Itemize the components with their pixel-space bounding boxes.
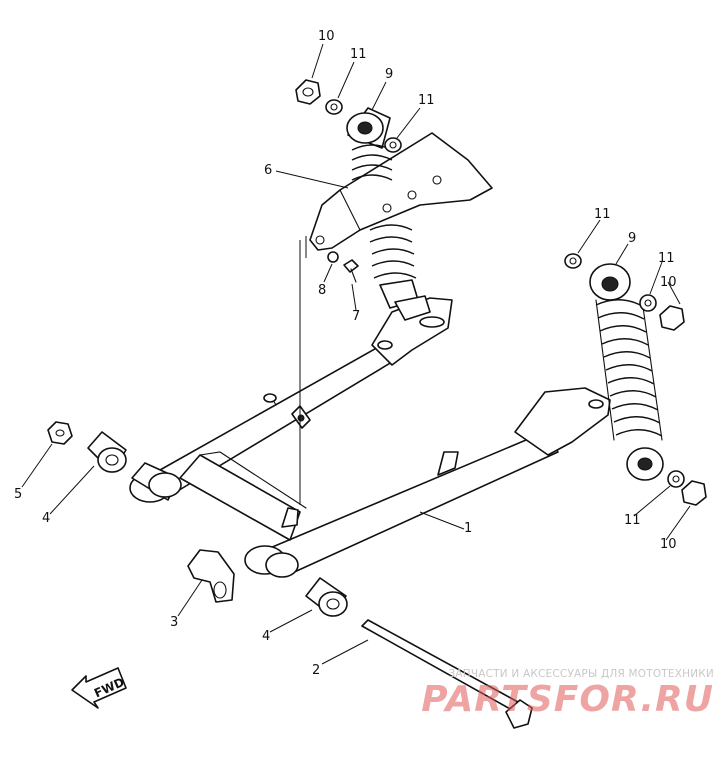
fwd-arrow-icon: FWD [71, 667, 127, 709]
callout-label: 11 [350, 47, 367, 62]
watermark: ЗАПЧАСТИ И АКСЕССУАРЫ ДЛЯ МОТОТЕХНИКИ PA… [414, 668, 714, 720]
callout-label: 1 [464, 521, 472, 536]
callout-label: 5 [14, 487, 22, 502]
shock-absorber-right [589, 263, 664, 481]
callout-label: 4 [262, 629, 270, 644]
callout-label: 2 [312, 663, 320, 678]
callout-label: 10 [660, 275, 677, 290]
callout-label: 7 [352, 309, 360, 324]
callout-labels: 10 11 9 11 6 8 7 11 9 11 10 1 11 10 5 4 … [14, 29, 677, 678]
callout-label: 10 [660, 537, 677, 552]
watermark-brand: PARTSFOR.RU [421, 679, 714, 720]
nut-top-left [295, 79, 321, 105]
bushing-left [87, 431, 127, 473]
shock-absorber-left [346, 107, 431, 321]
callout-label: 11 [624, 513, 641, 528]
bracket [309, 132, 493, 251]
nut-right-top [659, 305, 685, 331]
washer-right-bottom [667, 470, 685, 488]
nut-right-bottom [681, 480, 707, 506]
callout-label: 11 [418, 93, 435, 108]
washer-right-mid [639, 294, 657, 312]
callout-label: 9 [628, 231, 636, 246]
bushing-right [305, 577, 348, 617]
bolt-small [343, 259, 359, 283]
swing-arm [129, 297, 611, 578]
leader-lines [21, 43, 691, 665]
chain-guide [187, 549, 235, 603]
callout-label: 4 [42, 511, 50, 526]
nut-pivot [47, 421, 73, 445]
washer-right-top [564, 253, 582, 269]
watermark-caption: ЗАПЧАСТИ И АКСЕССУАРЫ ДЛЯ МОТОТЕХНИКИ [448, 668, 714, 680]
pivot-shaft [361, 619, 533, 729]
callout-label: 11 [658, 251, 675, 266]
callout-label: 11 [594, 207, 611, 222]
callout-label: 3 [170, 615, 178, 630]
callout-label: 6 [264, 163, 272, 178]
washer-small [327, 251, 339, 263]
washer-left-inner [384, 137, 402, 153]
callout-label: 10 [318, 29, 335, 44]
callout-label: 8 [318, 283, 326, 298]
callout-label: 9 [385, 67, 393, 82]
washer-top-left [325, 99, 343, 115]
